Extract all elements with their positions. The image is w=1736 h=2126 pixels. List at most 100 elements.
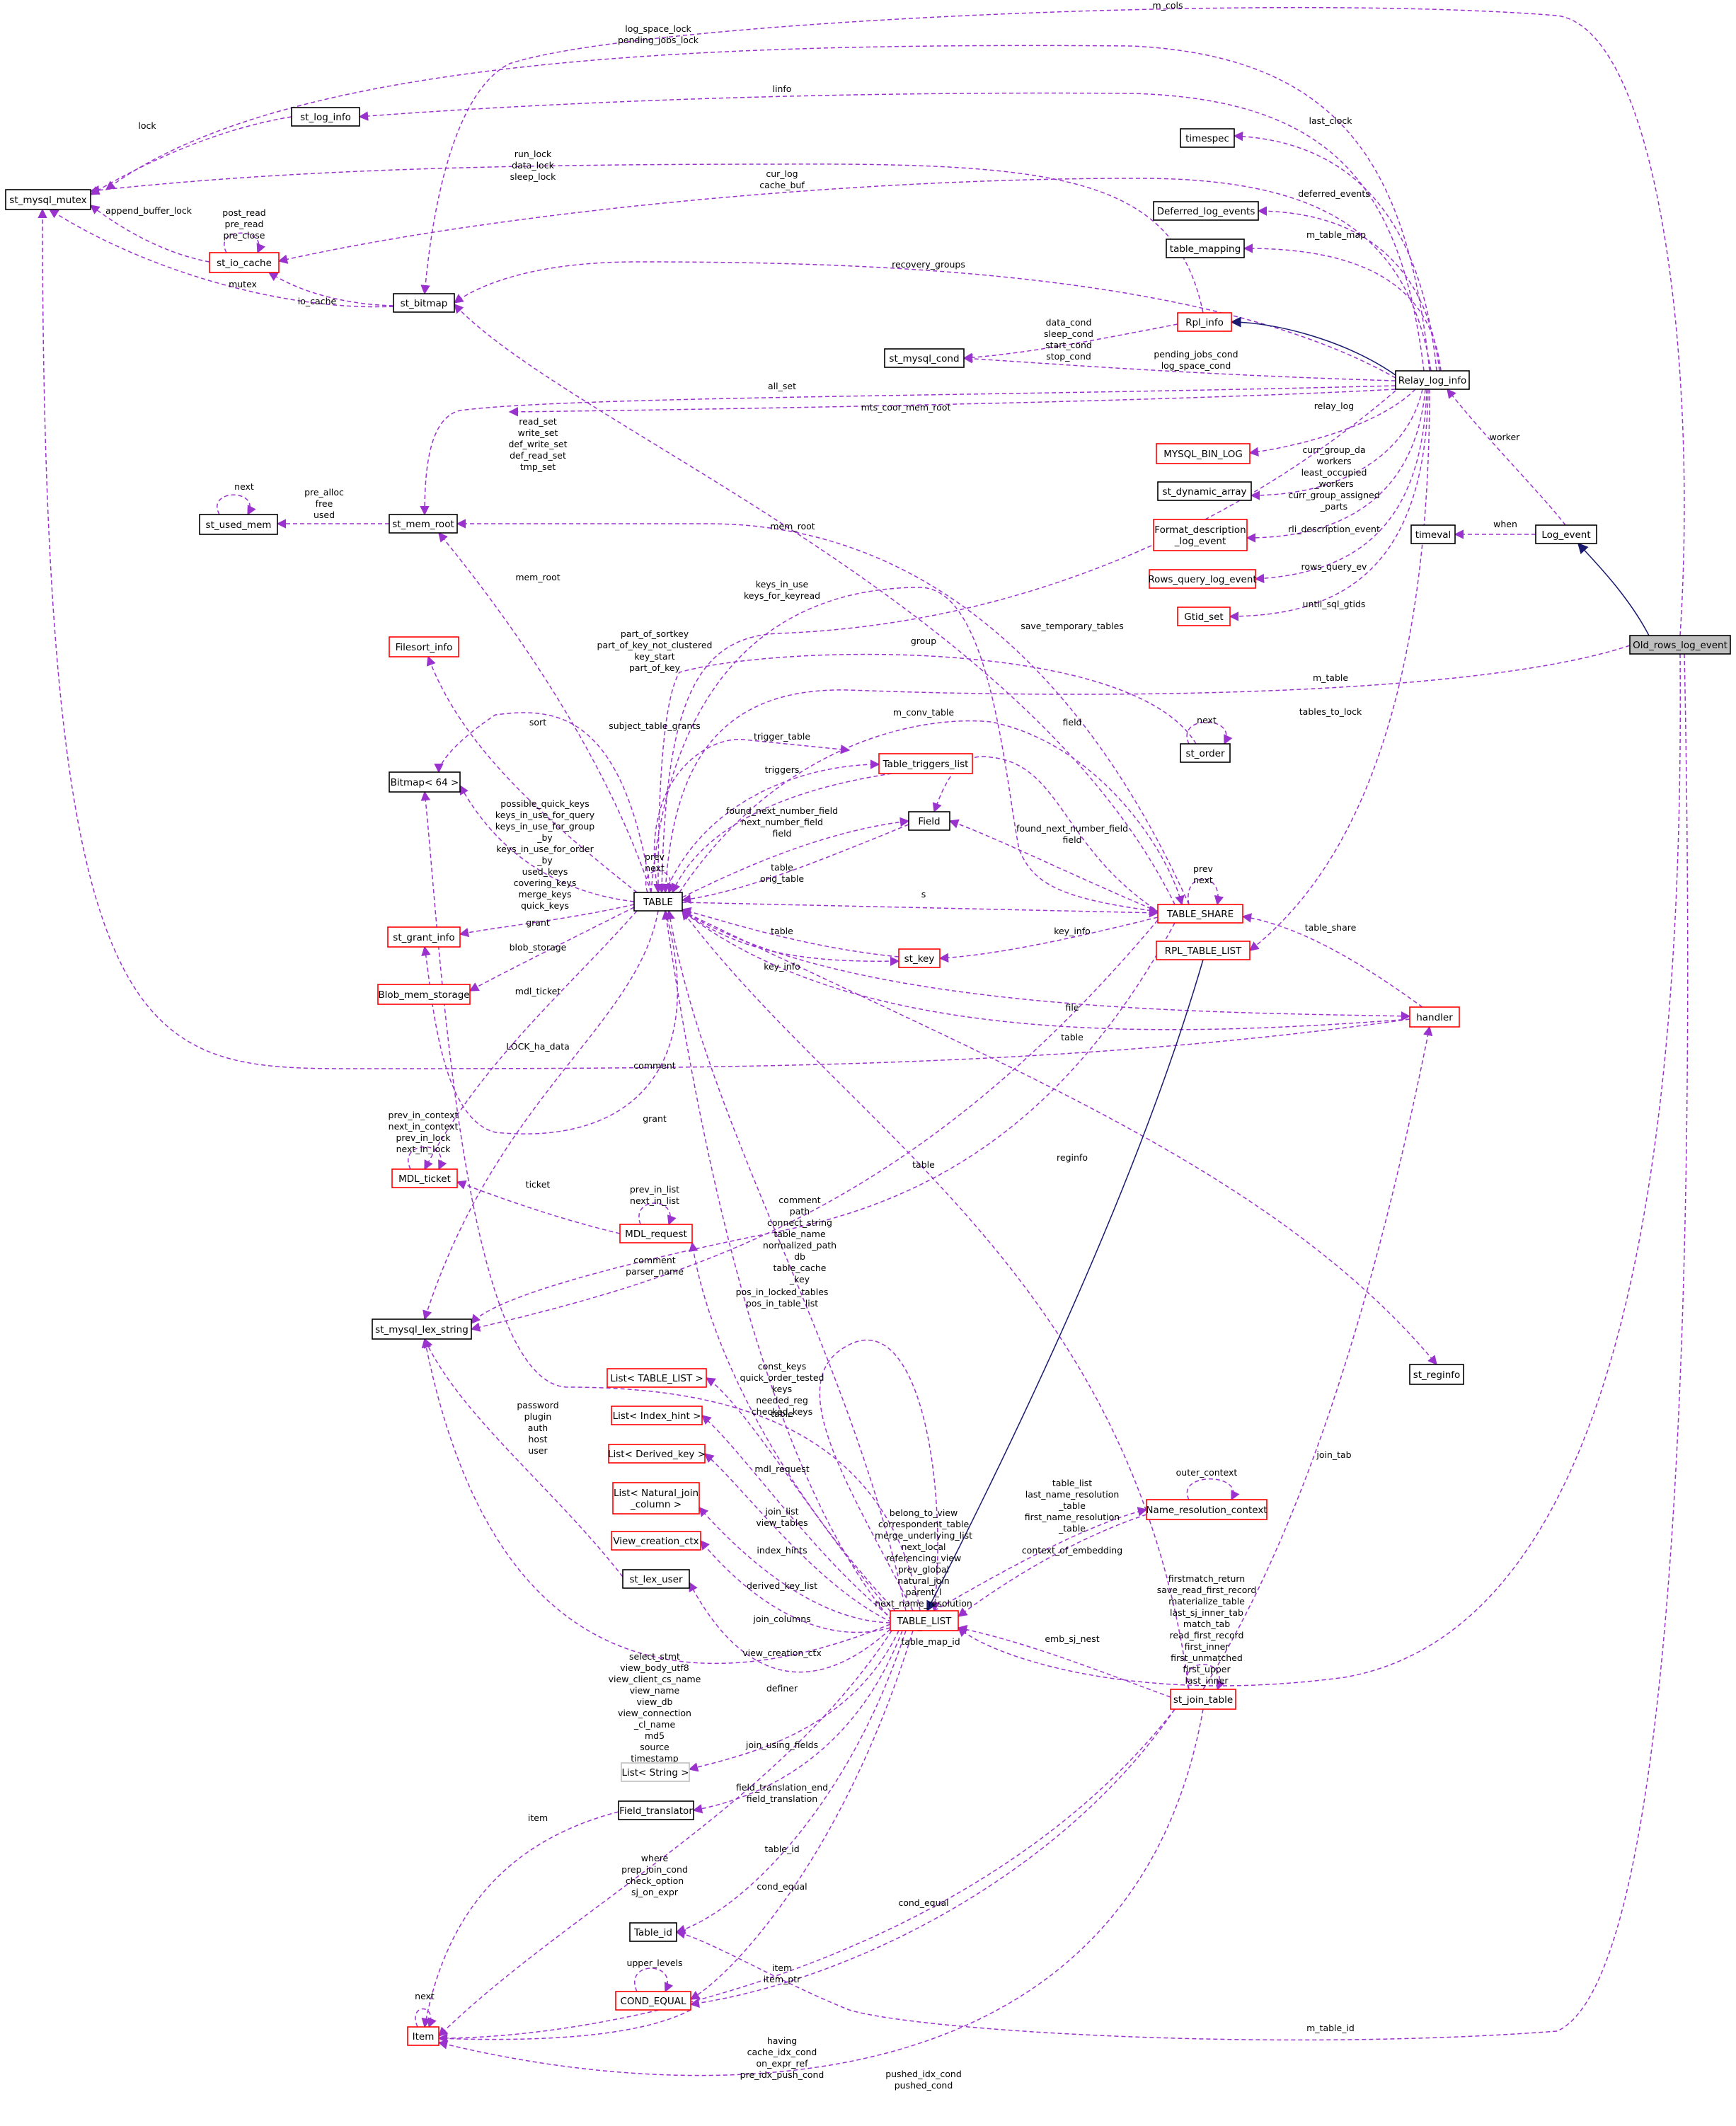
node-mysql-bin-log[interactable]: MYSQL_BIN_LOG (1156, 443, 1251, 464)
node-box[interactable] (618, 1800, 694, 1820)
node-box[interactable] (1409, 1006, 1460, 1028)
node-box[interactable] (1156, 941, 1251, 960)
node-box[interactable] (199, 514, 278, 535)
node-deferred-log-events[interactable]: Deferred_log_events (1153, 201, 1259, 221)
node-bitmap64[interactable]: Bitmap< 64 > (389, 771, 461, 793)
node-list-table-list[interactable]: List< TABLE_LIST > (607, 1368, 707, 1388)
node-st-dynamic-array[interactable]: st_dynamic_array (1157, 481, 1252, 501)
node-box[interactable] (622, 1569, 690, 1589)
node-st-io-cache[interactable]: st_io_cache (209, 252, 280, 273)
node-box[interactable] (890, 1610, 959, 1631)
node-field[interactable]: Field (908, 811, 950, 831)
node-blob-mem-storage[interactable]: Blob_mem_storage (377, 984, 471, 1005)
node-filesort-info[interactable]: Filesort_info (389, 636, 459, 657)
node-st-log-info[interactable]: st_log_info (291, 107, 360, 127)
node-box[interactable] (1177, 607, 1231, 626)
node-box[interactable] (1166, 239, 1245, 258)
node-box[interactable] (1157, 904, 1243, 924)
node-box[interactable] (611, 1531, 701, 1551)
node-box[interactable] (1177, 312, 1232, 332)
node-mdl-ticket[interactable]: MDL_ticket (391, 1168, 458, 1188)
node-field-translator[interactable]: Field_translator (618, 1800, 694, 1820)
node-st-mysql-mutex[interactable]: st_mysql_mutex (5, 189, 91, 210)
node-gtid-set[interactable]: Gtid_set (1177, 607, 1231, 626)
node-box[interactable] (1170, 1689, 1236, 1710)
node-st-join-table[interactable]: st_join_table (1170, 1689, 1236, 1710)
node-box[interactable] (611, 1406, 703, 1425)
node-st-mysql-cond[interactable]: st_mysql_cond (884, 348, 965, 368)
node-format-description-log-event[interactable]: Format_description_log_event (1153, 519, 1248, 551)
node-table-id[interactable]: Table_id (629, 1922, 677, 1942)
node-box[interactable] (612, 1482, 700, 1515)
node-box[interactable] (633, 892, 683, 912)
node-box[interactable] (1395, 370, 1470, 390)
node-box[interactable] (372, 1318, 472, 1340)
node-name-resolution-context[interactable]: Name_resolution_context (1146, 1499, 1267, 1520)
node-handler[interactable]: handler (1409, 1006, 1460, 1028)
node-box[interactable] (1180, 128, 1235, 148)
node-list-string[interactable]: List< String > (621, 1762, 690, 1782)
node-box[interactable] (391, 1168, 458, 1188)
node-box[interactable] (1156, 443, 1251, 464)
node-view-creation-ctx[interactable]: View_creation_ctx (611, 1531, 701, 1551)
node-st-grant-info[interactable]: st_grant_info (387, 926, 461, 948)
node-list-derived-key[interactable]: List< Derived_key > (608, 1444, 706, 1464)
node-box[interactable] (1409, 1364, 1464, 1385)
node-relay-log-info[interactable]: Relay_log_info (1395, 370, 1470, 390)
node-box[interactable] (1146, 1499, 1267, 1520)
node-box[interactable] (291, 107, 360, 127)
node-box[interactable] (607, 1368, 707, 1388)
node-box[interactable] (389, 514, 458, 534)
node-box[interactable] (389, 771, 461, 793)
node-box[interactable] (387, 926, 461, 948)
node-table-triggers-list[interactable]: Table_triggers_list (878, 753, 973, 774)
node-rpl-info[interactable]: Rpl_info (1177, 312, 1232, 332)
node-box[interactable] (619, 1224, 693, 1243)
node-table-mapping[interactable]: table_mapping (1166, 239, 1245, 258)
node-box[interactable] (1535, 524, 1597, 544)
node-st-mysql-lex-string[interactable]: st_mysql_lex_string (372, 1318, 472, 1340)
node-table-share[interactable]: TABLE_SHARE (1157, 904, 1243, 924)
node-box[interactable] (389, 636, 459, 657)
node-box[interactable] (1153, 519, 1248, 551)
node-mdl-request[interactable]: MDL_request (619, 1224, 693, 1243)
node-box[interactable] (621, 1762, 690, 1782)
node-timeval[interactable]: timeval (1410, 524, 1456, 544)
node-table-list[interactable]: TABLE_LIST (890, 1610, 959, 1631)
node-box[interactable] (1629, 635, 1731, 655)
node-st-lex-user[interactable]: st_lex_user (622, 1569, 690, 1589)
node-box[interactable] (615, 1991, 691, 2011)
node-st-order[interactable]: st_order (1180, 743, 1231, 763)
node-box[interactable] (5, 189, 91, 210)
node-timespec[interactable]: timespec (1180, 128, 1235, 148)
node-box[interactable] (884, 348, 965, 368)
node-box[interactable] (393, 293, 455, 313)
node-box[interactable] (608, 1444, 706, 1464)
node-st-bitmap[interactable]: st_bitmap (393, 293, 455, 313)
node-box[interactable] (1153, 201, 1259, 221)
node-box[interactable] (898, 948, 941, 968)
node-old-rows-log-event[interactable]: Old_rows_log_event (1629, 635, 1731, 655)
node-log-event[interactable]: Log_event (1535, 524, 1597, 544)
node-rows-query-log-event[interactable]: Rows_query_log_event (1148, 569, 1257, 589)
node-box[interactable] (407, 2026, 439, 2046)
node-list-natural-join-column[interactable]: List< Natural_join_column > (612, 1482, 700, 1515)
node-st-reginfo[interactable]: st_reginfo (1409, 1364, 1464, 1385)
node-list-index-hint[interactable]: List< Index_hint > (611, 1406, 703, 1425)
node-box[interactable] (1149, 569, 1256, 589)
node-st-used-mem[interactable]: st_used_mem (199, 514, 278, 535)
node-cond-equal[interactable]: COND_EQUAL (615, 1991, 691, 2011)
node-box[interactable] (209, 252, 280, 273)
node-table[interactable]: TABLE (633, 892, 683, 912)
node-box[interactable] (1410, 524, 1456, 544)
node-box[interactable] (629, 1922, 677, 1942)
node-item[interactable]: Item (407, 2026, 439, 2046)
node-st-mem-root[interactable]: st_mem_root (389, 514, 458, 534)
node-st-key[interactable]: st_key (898, 948, 941, 968)
node-rpl-table-list[interactable]: RPL_TABLE_LIST (1156, 941, 1251, 960)
node-box[interactable] (878, 753, 973, 774)
node-box[interactable] (908, 811, 950, 831)
node-box[interactable] (377, 984, 471, 1005)
node-box[interactable] (1157, 481, 1252, 501)
node-box[interactable] (1180, 743, 1231, 763)
